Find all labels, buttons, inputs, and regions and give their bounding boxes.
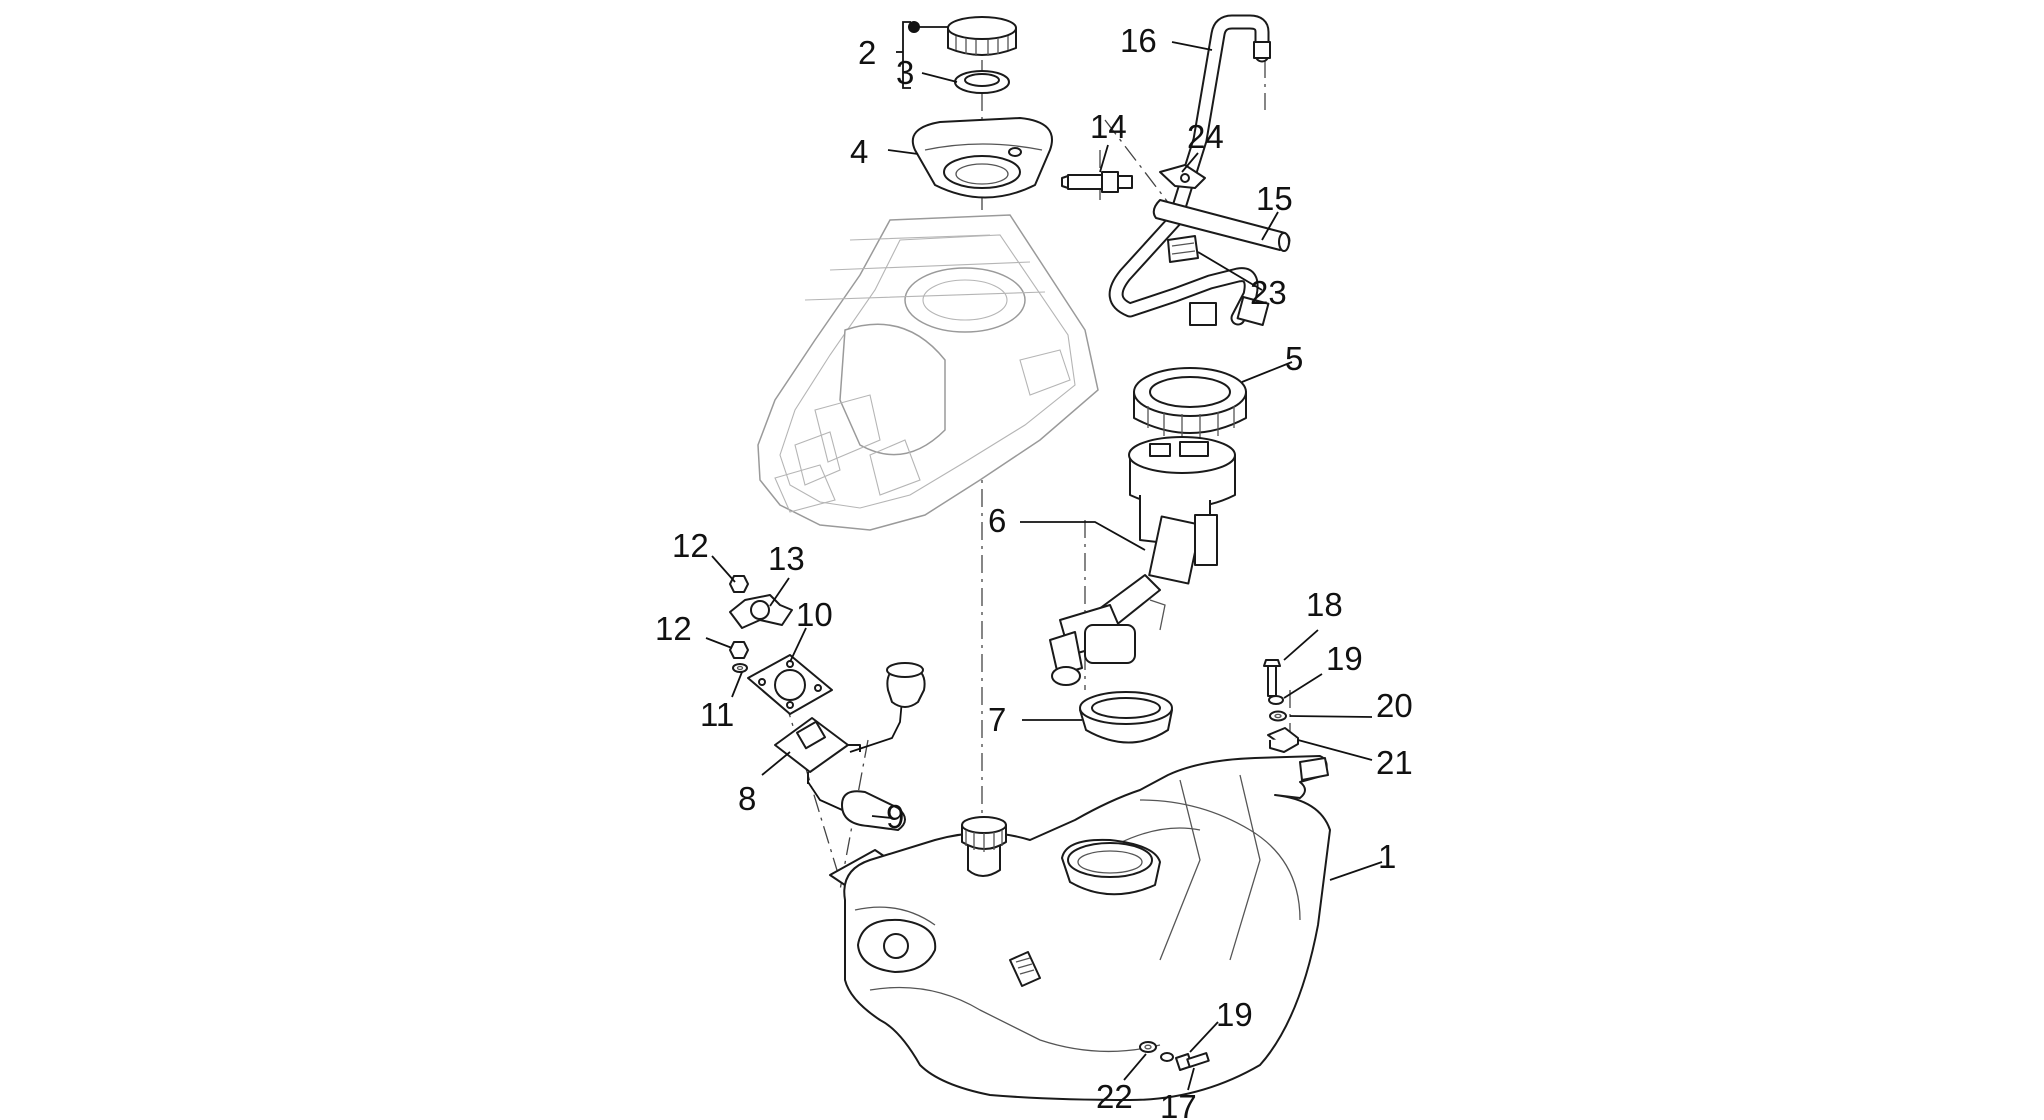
hose-clip-24	[1159, 164, 1206, 189]
vent-hose	[1108, 14, 1271, 326]
callout-13: 13	[768, 540, 805, 577]
callout-14: 14	[1090, 108, 1127, 145]
callout-23: 23	[1250, 274, 1287, 311]
bolt-17	[1175, 1052, 1210, 1071]
sender-gasket-10	[747, 654, 833, 715]
pump-seal-ring	[1079, 691, 1173, 744]
frame-body-outline	[757, 214, 1099, 531]
callout-17: 17	[1160, 1088, 1197, 1120]
callout-11: 11	[700, 696, 734, 733]
nut-12-upper	[729, 575, 749, 593]
callout-22: 22	[1096, 1078, 1133, 1115]
callout-24: 24	[1187, 118, 1224, 155]
cap-gasket	[954, 70, 1010, 94]
callout-18: 18	[1306, 586, 1343, 623]
hose-fitting	[1061, 171, 1133, 193]
callout-10: 10	[796, 596, 833, 633]
callout-8: 8	[738, 780, 756, 817]
fuel-cap	[947, 16, 1017, 56]
callout-19-upper: 19	[1326, 640, 1363, 677]
callout-6: 6	[988, 502, 1006, 539]
bracket-13	[729, 594, 793, 629]
float-9	[841, 790, 906, 831]
clip-nut-21	[1267, 727, 1299, 753]
nut-12-lower	[729, 641, 749, 659]
washer-19-lower	[1160, 1052, 1174, 1062]
callout-5: 5	[1285, 340, 1303, 377]
filler-surround	[911, 117, 1053, 199]
pump-ring-nut	[1133, 367, 1247, 440]
bolt-18	[1263, 659, 1281, 697]
nut-22	[1139, 1041, 1157, 1053]
fuel-tank	[843, 755, 1331, 1101]
callout-2: 2	[858, 34, 876, 71]
washer-19-upper	[1268, 695, 1284, 705]
callout-9: 9	[886, 798, 904, 835]
breather-hose	[1152, 199, 1291, 252]
callout-12-upper: 12	[672, 527, 709, 564]
callout-3: 3	[896, 54, 914, 91]
callout-4: 4	[850, 133, 868, 170]
washer-11	[732, 663, 748, 673]
callout-21: 21	[1376, 744, 1413, 781]
callout-19-lower: 19	[1216, 996, 1253, 1033]
callout-20: 20	[1376, 687, 1413, 724]
callout-16: 16	[1120, 22, 1157, 59]
callout-labels: 2 3 4 14 24 15 16 23 5 6 7 12 13 12 10 1…	[655, 22, 1413, 1120]
fuel-level-sender	[774, 662, 926, 819]
fuel-pump-assembly	[1049, 436, 1236, 686]
callout-12-lower: 12	[655, 610, 692, 647]
washer-20	[1269, 710, 1287, 722]
hose-clamp-23	[1167, 235, 1199, 263]
callout-7: 7	[988, 701, 1006, 738]
callout-1: 1	[1378, 838, 1396, 875]
leader-lines	[705, 21, 1383, 1091]
callout-15: 15	[1256, 180, 1293, 217]
